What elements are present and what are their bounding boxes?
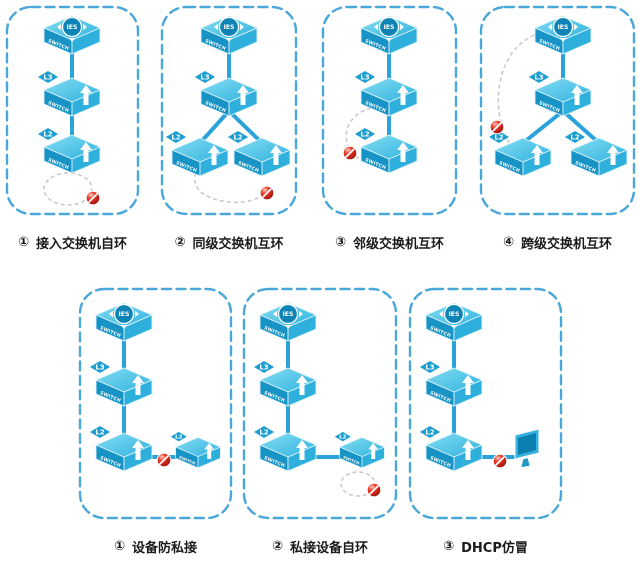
panel-access-switch-self-loop <box>5 5 140 216</box>
forbidden-icon <box>156 452 172 468</box>
panel-canvas <box>78 287 233 520</box>
caption-cross-level-switch-mutual-loop: ④ 跨级交换机互环 <box>479 232 636 252</box>
forbidden-icon <box>342 145 358 161</box>
forbidden-icon <box>366 482 382 498</box>
caption-access-switch-self-loop: ① 接入交换机自环 <box>5 232 140 252</box>
panel-dhcp-spoofing <box>408 287 563 520</box>
panel-peer-switch-mutual-loop <box>160 5 298 216</box>
link-line <box>521 109 565 145</box>
forbidden-icon <box>85 190 101 206</box>
link-line <box>561 109 601 145</box>
caption-number: ③ <box>443 538 455 554</box>
panel-cross-level-switch-mutual-loop <box>479 5 636 216</box>
panel-private-device-self-loop <box>242 287 398 520</box>
caption-title: 邻级交换机互环 <box>353 236 445 252</box>
caption-title: 私接设备自环 <box>290 540 369 556</box>
link-line <box>198 109 231 145</box>
panel-canvas <box>479 5 636 216</box>
caption-title: 接入交换机自环 <box>36 236 128 252</box>
caption-peer-switch-mutual-loop: ② 同级交换机互环 <box>160 232 298 252</box>
panel-canvas <box>242 287 398 520</box>
caption-title: 设备防私接 <box>132 540 198 556</box>
caption-title: DHCP仿冒 <box>461 540 528 556</box>
caption-number: ④ <box>502 234 514 250</box>
caption-private-device-self-loop: ② 私接设备自环 <box>242 536 398 556</box>
panel-adjacent-switch-mutual-loop <box>321 5 458 216</box>
link-line <box>227 109 264 145</box>
caption-adjacent-switch-mutual-loop: ③ 邻级交换机互环 <box>321 232 458 252</box>
panel-canvas <box>408 287 563 520</box>
caption-number: ① <box>113 538 125 554</box>
panel-device-private-connection-block <box>78 287 233 520</box>
caption-number: ③ <box>334 234 346 250</box>
forbidden-icon <box>492 453 508 469</box>
caption-number: ② <box>271 538 283 554</box>
caption-title: 同级交换机互环 <box>192 236 284 252</box>
forbidden-icon <box>489 119 505 135</box>
caption-number: ② <box>174 234 186 250</box>
caption-title: 跨级交换机互环 <box>521 236 613 252</box>
caption-device-private-connection-block: ① 设备防私接 <box>78 536 233 556</box>
panel-canvas <box>5 5 140 216</box>
caption-number: ① <box>17 234 29 250</box>
panel-canvas <box>321 5 458 216</box>
loop-dashed-line <box>43 172 93 206</box>
caption-dhcp-spoofing: ③ DHCP仿冒 <box>408 536 563 556</box>
forbidden-icon <box>259 185 275 201</box>
panel-canvas <box>160 5 298 216</box>
